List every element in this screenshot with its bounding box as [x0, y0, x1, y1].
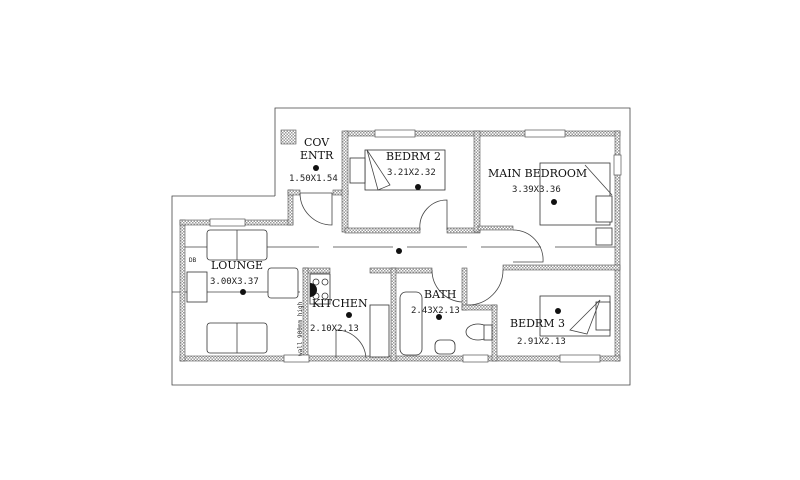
bedrm3-size: 2.91X2.13: [517, 337, 566, 347]
bedrm2-size: 3.21X2.32: [387, 168, 436, 178]
kitchen-label: KITCHEN: [312, 297, 368, 310]
main-bedroom-label: MAIN BEDROOM: [488, 167, 587, 180]
windows: [209, 129, 622, 363]
room-labels: COV ENTR 1.50X1.54 BEDRM 2 3.21X2.32 MAI…: [189, 136, 587, 356]
cov-entr-size: 1.50X1.54: [289, 174, 338, 184]
doors: [299, 192, 544, 359]
lounge-size: 3.00X3.37: [210, 277, 259, 287]
basin: [434, 339, 456, 355]
cov-entr-label-2: ENTR: [300, 149, 334, 162]
bath-label: BATH: [424, 288, 456, 301]
bed-bedrm2: [364, 149, 446, 191]
db-tag: DB: [189, 257, 197, 264]
lounge-label: LOUNGE: [211, 259, 263, 272]
bath-size: 2.43X2.13: [411, 306, 460, 316]
tv-unit: [186, 271, 208, 303]
light-points: [240, 165, 561, 320]
main-bedroom-size: 3.39X3.36: [512, 185, 561, 195]
bedrm3-label: BEDRM 3: [510, 317, 565, 330]
bedrm2-label: BEDRM 2: [386, 150, 441, 163]
armchair: [267, 267, 299, 299]
cov-entr-label-1: COV: [304, 136, 330, 149]
sink-unit: [369, 304, 390, 358]
furniture: [186, 149, 613, 358]
bathtub: [399, 291, 423, 356]
walls: [179, 129, 621, 362]
kitchen-wall-note: wall 900mm high: [297, 301, 304, 356]
kitchen-size: 2.10X2.13: [310, 324, 359, 334]
